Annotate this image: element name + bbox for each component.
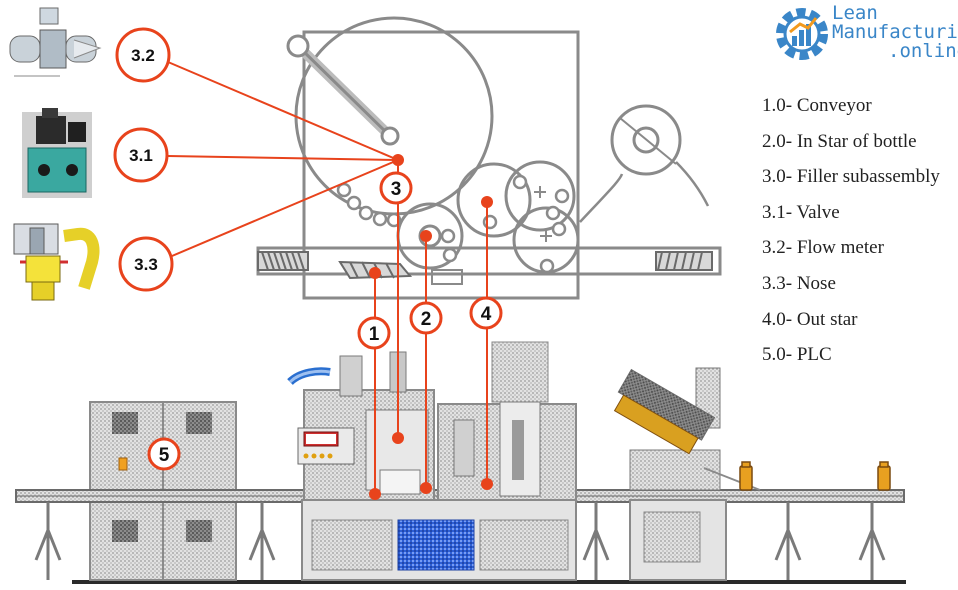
callout-2: 2 xyxy=(409,301,443,335)
screw-feed-right xyxy=(655,251,713,271)
callout-3-1-label: 3.1 xyxy=(129,146,153,165)
nose-thumbnail xyxy=(10,218,102,304)
labeller xyxy=(613,367,761,581)
capper xyxy=(437,341,577,501)
legend-item-plc: 5.0- PLC xyxy=(762,344,832,366)
out-star-plan xyxy=(456,162,532,238)
side-view-elevation xyxy=(15,341,906,584)
valve-thumbnail xyxy=(22,108,92,198)
logo-text-online: .online xyxy=(888,40,958,62)
callout-3-2-label: 3.2 xyxy=(131,46,155,65)
bottles xyxy=(739,461,891,491)
legend-item-out-star: 4.0- Out star xyxy=(762,308,858,330)
gear-chart-icon xyxy=(776,8,828,60)
legend-item-flow-meter: 3.2- Flow meter xyxy=(762,237,884,259)
legend-item-filler: 3.0- Filler subassembly xyxy=(762,166,940,188)
callout-lines xyxy=(167,61,488,494)
callout-3-number: 3 xyxy=(391,179,402,200)
callout-5-number: 5 xyxy=(159,445,170,466)
filler-base xyxy=(301,499,577,581)
legend-item-conveyor: 1.0- Conveyor xyxy=(762,95,872,116)
callout-2-number: 2 xyxy=(421,309,432,330)
conveyor-plan xyxy=(256,246,722,276)
legend-item-valve: 3.1- Valve xyxy=(762,201,840,223)
callout-dots xyxy=(369,154,493,500)
logo-text-manufacturing: Manufacturing xyxy=(832,21,958,43)
callout-1-number: 1 xyxy=(369,324,380,345)
callout-3-3-label: 3.3 xyxy=(134,255,158,274)
legend: 1.0- Conveyor 2.0- In Star of bottle 3.0… xyxy=(762,88,940,373)
legend-item-in-star: 2.0- In Star of bottle xyxy=(762,130,917,152)
callout-5: 5 xyxy=(147,437,181,471)
screw-feed-left xyxy=(257,251,309,271)
callout-3-1: 3.1 xyxy=(113,127,169,183)
filler-body xyxy=(287,351,435,501)
callout-4: 4 xyxy=(469,296,503,330)
callout-3-3: 3.3 xyxy=(118,236,174,292)
legend-item-nose: 3.3- Nose xyxy=(762,272,836,294)
label-roll-plan xyxy=(610,104,682,176)
callout-1: 1 xyxy=(357,316,391,350)
callout-4-number: 4 xyxy=(481,304,492,325)
callout-3-2: 3.2 xyxy=(115,27,171,83)
lean-manufacturing-logo: Lean Manufacturing .online xyxy=(770,0,958,70)
filler-frame-plan xyxy=(302,30,580,300)
callout-3: 3 xyxy=(379,171,413,205)
logo-text-lean: Lean xyxy=(832,2,878,24)
flow-meter-thumbnail xyxy=(4,7,102,90)
